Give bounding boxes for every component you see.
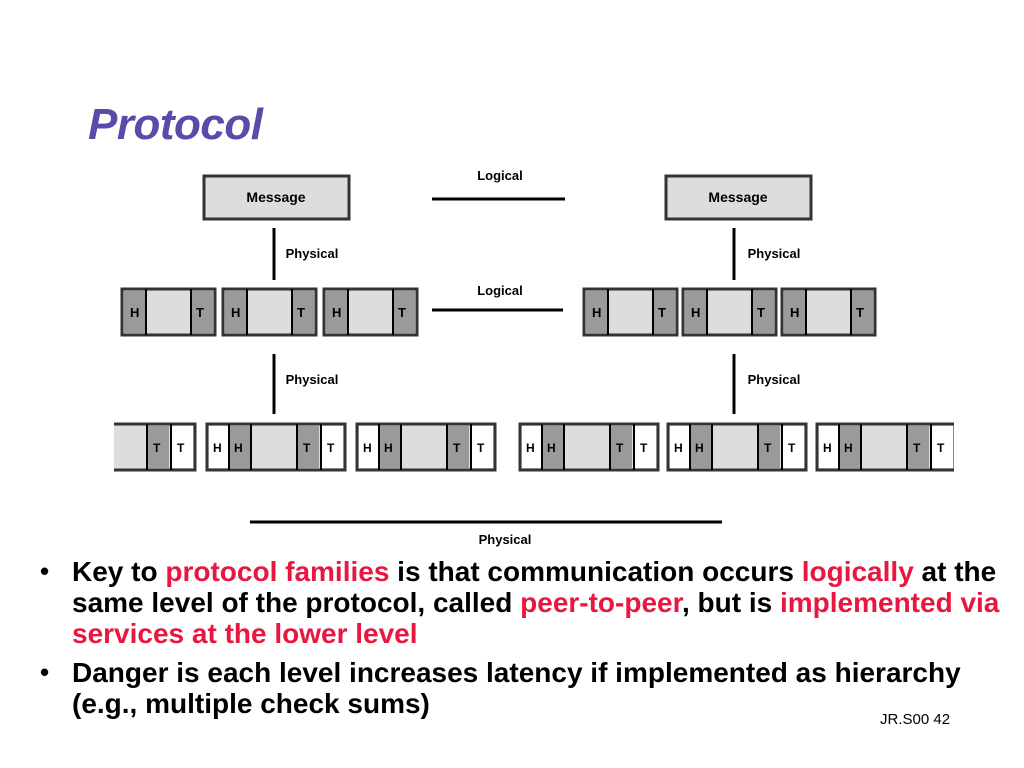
outer-trailer-field (471, 426, 493, 468)
physical-label: Physical (479, 532, 532, 547)
inner-header-field (542, 426, 564, 468)
header-field (784, 291, 806, 333)
slide-footer: JR.S00 42 (880, 711, 951, 728)
trailer-field (752, 291, 774, 333)
header-label: H (790, 305, 799, 320)
trailer-label: T (327, 441, 335, 455)
logical-label: Logical (477, 168, 523, 183)
header-label: H (63, 441, 72, 455)
trailer-field (292, 291, 314, 333)
trailer-field (653, 291, 675, 333)
physical-label: Physical (748, 246, 801, 261)
header-label: H (332, 305, 341, 320)
bullet-text: at the same level of the protocol, calle… (72, 556, 997, 618)
message-label: Message (246, 189, 305, 205)
inner-header-field (379, 426, 401, 468)
bullet-text: Key to (72, 556, 166, 587)
bullet-item: Danger is each level increases latency i… (38, 657, 1004, 719)
inner-trailer-field (610, 426, 632, 468)
trailer-label: T (913, 441, 921, 455)
inner-trailer-field (907, 426, 929, 468)
trailer-field (851, 291, 873, 333)
header-label: H (592, 305, 601, 320)
inner-header-field (839, 426, 861, 468)
trailer-label: T (398, 305, 406, 320)
trailer-label: T (196, 305, 204, 320)
trailer-label: T (303, 441, 311, 455)
header-field (685, 291, 707, 333)
physical-label: Physical (286, 372, 339, 387)
trailer-label: T (658, 305, 666, 320)
header-label: H (384, 441, 393, 455)
highlighted-text: implemented via services at the lower le… (72, 587, 1000, 649)
bullet-text: Danger is each level increases latency i… (72, 657, 961, 719)
bullet-item: Key to protocol families is that communi… (38, 556, 1004, 649)
trailer-label: T (937, 441, 945, 455)
trailer-label: T (616, 441, 624, 455)
trailer-label: T (177, 441, 185, 455)
trailer-label: T (153, 441, 161, 455)
highlighted-text: protocol families (165, 556, 390, 587)
trailer-label: T (764, 441, 772, 455)
outer-header-field (209, 426, 229, 468)
outer-trailer-field (782, 426, 804, 468)
header-field (326, 291, 348, 333)
header-field (586, 291, 608, 333)
message-label: Message (708, 189, 767, 205)
header-label: H (674, 441, 683, 455)
trailer-label: T (788, 441, 796, 455)
slide-title: Protocol (88, 100, 263, 149)
header-label: H (691, 305, 700, 320)
outer-header-field (819, 426, 839, 468)
header-label: H (231, 305, 240, 320)
inner-trailer-field (758, 426, 780, 468)
bullet-text: , but is (681, 587, 780, 618)
header-label: H (363, 441, 372, 455)
header-label: H (526, 441, 535, 455)
inner-trailer-field (447, 426, 469, 468)
inner-header-field (229, 426, 251, 468)
trailer-label: T (453, 441, 461, 455)
header-label: H (84, 441, 93, 455)
header-field (124, 291, 146, 333)
inner-trailer-field (147, 426, 169, 468)
trailer-label: T (297, 305, 305, 320)
header-label: H (547, 441, 556, 455)
header-label: H (130, 305, 139, 320)
outer-trailer-field (931, 426, 953, 468)
bullet-text: is that communication occurs (389, 556, 802, 587)
trailer-label: T (640, 441, 648, 455)
highlighted-text: logically (801, 556, 914, 587)
outer-header-field (522, 426, 542, 468)
physical-label: Physical (286, 246, 339, 261)
outer-trailer-field (321, 426, 343, 468)
trailer-label: T (477, 441, 485, 455)
header-label: H (823, 441, 832, 455)
header-label: H (695, 441, 704, 455)
inner-trailer-field (297, 426, 319, 468)
header-label: H (213, 441, 222, 455)
header-field (225, 291, 247, 333)
header-label: H (234, 441, 243, 455)
message-box (664, 174, 813, 221)
header-label: H (844, 441, 853, 455)
trailer-field (393, 291, 415, 333)
outer-header-field (59, 426, 79, 468)
highlighted-text: peer-to-peer (520, 587, 682, 618)
outer-trailer-field (634, 426, 656, 468)
logical-label: Logical (477, 283, 523, 298)
inner-header-field (690, 426, 712, 468)
trailer-field (191, 291, 213, 333)
trailer-label: T (856, 305, 864, 320)
message-box (202, 174, 351, 221)
inner-header-field (79, 426, 101, 468)
trailer-label: T (757, 305, 765, 320)
physical-label: Physical (748, 372, 801, 387)
outer-trailer-field (171, 426, 193, 468)
outer-header-field (359, 426, 379, 468)
outer-header-field (670, 426, 690, 468)
bullet-list: Key to protocol families is that communi… (38, 556, 1004, 727)
